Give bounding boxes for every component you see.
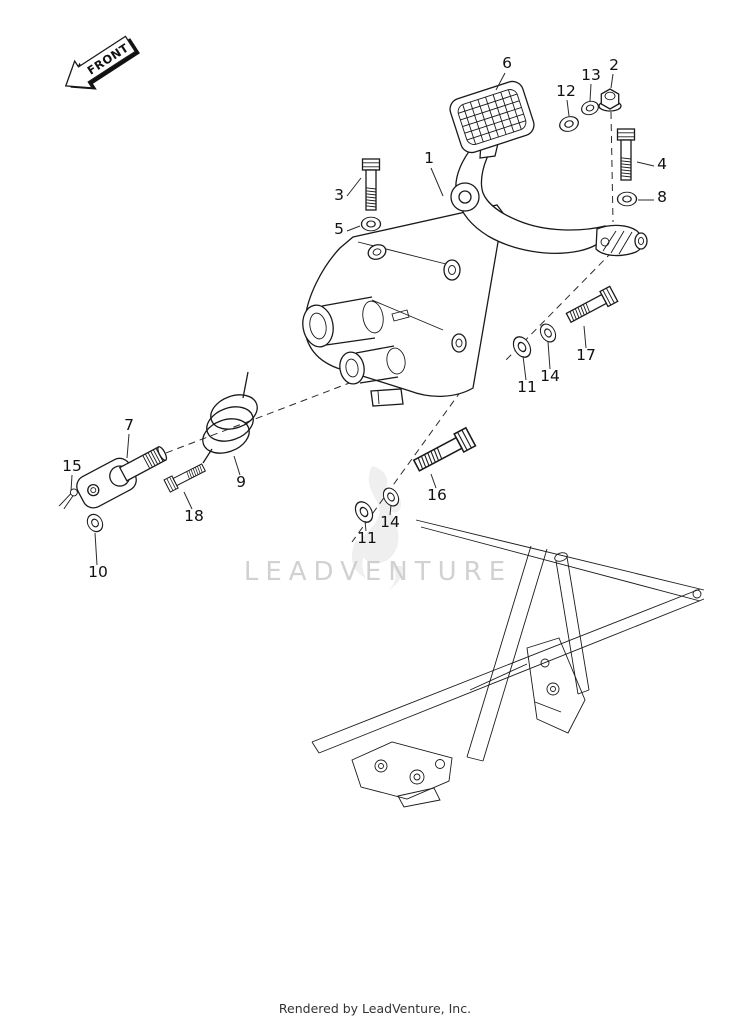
part-bracket xyxy=(302,204,504,407)
fastener-bolt-16 xyxy=(411,427,477,476)
callout-2: 2 xyxy=(609,56,619,89)
svg-text:2: 2 xyxy=(609,56,619,74)
callout-10: 10 xyxy=(88,532,108,581)
callout-18: 18 xyxy=(183,491,204,525)
callout-5: 5 xyxy=(334,220,361,238)
fastener-washer-8 xyxy=(616,191,638,207)
watermark: LEADVENTURE xyxy=(244,466,512,590)
part-pedal-shaft xyxy=(76,446,168,509)
svg-text:11: 11 xyxy=(517,378,537,396)
callout-9: 9 xyxy=(233,455,246,491)
front-arrow-shape xyxy=(64,35,137,89)
svg-text:14: 14 xyxy=(380,513,400,531)
part-return-spring xyxy=(202,371,258,464)
fastener-nut-2 xyxy=(598,88,622,112)
callout-1: 1 xyxy=(424,149,444,197)
callouts: 6 12 13 2 1 3 4 5 xyxy=(62,54,667,581)
callout-15: 15 xyxy=(62,457,82,492)
svg-text:17: 17 xyxy=(576,346,596,364)
fastener-bolt-18 xyxy=(163,460,208,493)
callout-16: 16 xyxy=(427,473,447,504)
callout-11-right: 11 xyxy=(517,355,537,396)
callout-4: 4 xyxy=(636,155,667,173)
footer-credit: Rendered by LeadVenture, Inc. xyxy=(278,1001,472,1016)
svg-text:16: 16 xyxy=(427,486,447,504)
callout-14-lower: 14 xyxy=(380,504,400,531)
svg-text:11: 11 xyxy=(357,529,377,547)
svg-text:9: 9 xyxy=(236,473,246,491)
front-arrow: FRONT xyxy=(64,35,140,90)
callout-7: 7 xyxy=(124,416,134,459)
svg-text:18: 18 xyxy=(184,507,204,525)
svg-text:14: 14 xyxy=(540,367,560,385)
callout-6: 6 xyxy=(495,54,512,91)
part-pedal-pad xyxy=(449,80,535,154)
fastener-bolt-4 xyxy=(616,128,636,181)
watermark-text: LEADVENTURE xyxy=(244,557,512,587)
svg-text:6: 6 xyxy=(502,54,512,72)
part-frame xyxy=(311,519,705,808)
callout-14-right: 14 xyxy=(540,341,560,385)
callout-3: 3 xyxy=(334,177,362,204)
fastener-washer-11-right xyxy=(509,333,535,361)
fastener-washer-12 xyxy=(557,113,581,135)
fastener-washer-13 xyxy=(579,98,601,118)
svg-text:5: 5 xyxy=(334,220,344,238)
svg-text:15: 15 xyxy=(62,457,82,475)
watermark-flame-icon xyxy=(351,466,403,590)
part-cotter-pin xyxy=(58,488,78,510)
svg-text:13: 13 xyxy=(581,66,601,84)
fastener-bolt-17 xyxy=(564,285,619,326)
fastener-washer-10 xyxy=(83,511,107,535)
callout-11-lower: 11 xyxy=(357,520,377,547)
part-brake-pedal-arm xyxy=(450,138,648,257)
fastener-bolt-3 xyxy=(361,158,381,211)
callout-8: 8 xyxy=(638,188,667,206)
svg-text:10: 10 xyxy=(88,563,108,581)
svg-text:7: 7 xyxy=(124,416,134,434)
callout-13: 13 xyxy=(581,66,601,102)
svg-text:1: 1 xyxy=(424,149,434,167)
callout-12: 12 xyxy=(556,82,576,117)
fastener-washer-11-lower xyxy=(351,498,377,526)
svg-text:3: 3 xyxy=(334,186,344,204)
fastener-washer-5 xyxy=(360,216,382,232)
callout-17: 17 xyxy=(576,325,596,364)
svg-text:8: 8 xyxy=(657,188,667,206)
svg-text:4: 4 xyxy=(657,155,667,173)
svg-text:12: 12 xyxy=(556,82,576,100)
